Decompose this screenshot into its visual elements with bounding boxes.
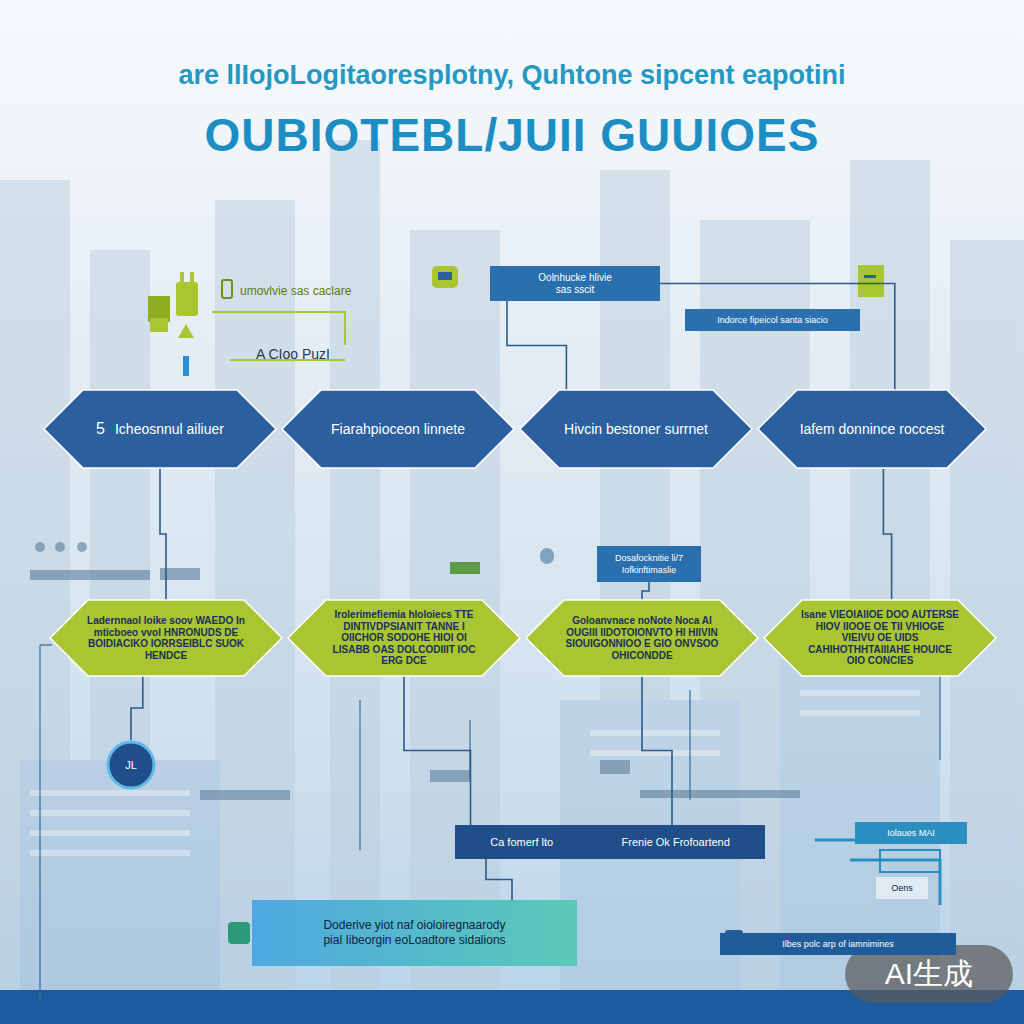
step-hexagon: Fiarahpioceon linnete [282, 390, 514, 468]
node-text: pial Iibeorgin eoLoadtore sidalions [323, 934, 505, 948]
node-text: Indorce fipeicol santa siacio [717, 315, 828, 325]
box-shape [455, 825, 765, 859]
node-text: Iolaues MAI [887, 828, 935, 838]
label-bar: Iolaues MAI [855, 822, 967, 844]
box-shape [252, 900, 577, 966]
gradient-box: Doderive yiot naf oioloiregnaarodypial I… [252, 900, 577, 966]
title: OUBIOTEBL/JUII GUUIOES [0, 108, 1024, 162]
label-bar: Ilbes polc arp of iamnimines [720, 933, 956, 955]
node-text: sas sscit [556, 284, 594, 296]
connector [883, 468, 891, 600]
connector [660, 284, 895, 391]
icon-circle: JL [106, 740, 156, 790]
hexagon-shape [282, 390, 514, 468]
connector [642, 676, 672, 825]
hexagon-shape [520, 390, 752, 468]
detail-hexagon: Ladernnaol loike soov WAEDO In mticboeo … [50, 600, 282, 676]
rect-outline [490, 266, 660, 301]
rect-outline [597, 546, 701, 582]
connector [486, 859, 512, 900]
box-shape [855, 822, 967, 844]
hexagon-shape [758, 390, 986, 468]
node-text: Iofkinftimaslie [622, 565, 677, 575]
icon-caption: A CIoo PuzI [256, 346, 406, 362]
node-text: Dosafocknitie li/7 [615, 553, 683, 563]
node-text: Isane VIEOIAIIOE DOO AUTERSE HIOV IIOOE … [800, 609, 960, 667]
decor-wire [40, 620, 940, 1000]
step-hexagon: 5 Icheosnnul ailiuer [44, 390, 276, 468]
circle-shape [108, 742, 154, 788]
node-text: Ilbes polc arp of iamnimines [782, 939, 894, 949]
label-box: Oens [876, 877, 928, 899]
step-number: 5 [96, 420, 105, 438]
connector [131, 676, 143, 740]
box-shape [720, 933, 956, 955]
process-bar: Ca fomerf lto Frenie Ok Frofoartend [455, 825, 765, 859]
label-bar: Indorce fipeicol santa siacio [685, 309, 860, 331]
hexagon-shape [764, 600, 996, 676]
step-hexagon: Hivcin bestoner surrnet [520, 390, 752, 468]
node-text: Doderive yiot naf oioloiregnaarody [323, 919, 505, 933]
box-shape [876, 877, 928, 899]
node-text: Irolerimefiemia hloloiecs TTE DINTIVDPSI… [324, 609, 484, 667]
box-shape [490, 266, 660, 301]
small-symbols [30, 542, 800, 800]
connector [160, 468, 166, 600]
hexagon-shape [526, 600, 758, 676]
subheading: are llIojoLogitaoresplotny, Quhtone sipc… [12, 60, 1012, 91]
node-text: Frenie Ok Frofoartend [622, 836, 730, 849]
node-text: Oens [891, 883, 913, 893]
connector [507, 301, 566, 390]
box-shape [597, 546, 701, 582]
node-text: Icheosnnul ailiuer [115, 421, 224, 437]
connector [642, 582, 649, 600]
detail-hexagon: Isane VIEOIAIIOE DOO AUTERSE HIOV IIOOE … [764, 600, 996, 676]
process-box: Oolnhucke hliviesas sscit [490, 266, 660, 301]
box-shape [685, 309, 860, 331]
city-buildings [0, 140, 1024, 1000]
connector [404, 676, 471, 825]
step-hexagon: Iafem donnince roccest [758, 390, 986, 468]
hexagon-shape [288, 600, 520, 676]
node-text: Ca fomerf lto [490, 836, 553, 849]
process-box: Dosafocknitie li/7Iofkinftimaslie [597, 546, 701, 582]
detail-hexagon: Goloanvnace noNote Noca AI OUGIII IIDOTO… [526, 600, 758, 676]
node-text: Fiarahpioceon linnete [331, 421, 465, 437]
node-text: Oolnhucke hlivie [538, 272, 611, 284]
node-text: Hivcin bestoner surrnet [564, 421, 708, 437]
hexagon-shape [50, 600, 282, 676]
plug-icon [148, 272, 232, 376]
node-text: JL [125, 759, 137, 772]
node-text: Ladernnaol loike soov WAEDO In mticboeo … [86, 615, 246, 661]
grid-icon [880, 850, 940, 872]
detail-hexagon: Irolerimefiemia hloloiecs TTE DINTIVDPSI… [288, 600, 520, 676]
hexagon-shape [44, 390, 276, 468]
node-text: Goloanvnace noNote Noca AI OUGIII IIDOTO… [562, 615, 722, 661]
node-text: Iafem donnince roccest [800, 421, 945, 437]
icon-caption: umovlvie sas caclare [240, 284, 430, 298]
headset-icon [228, 922, 250, 944]
